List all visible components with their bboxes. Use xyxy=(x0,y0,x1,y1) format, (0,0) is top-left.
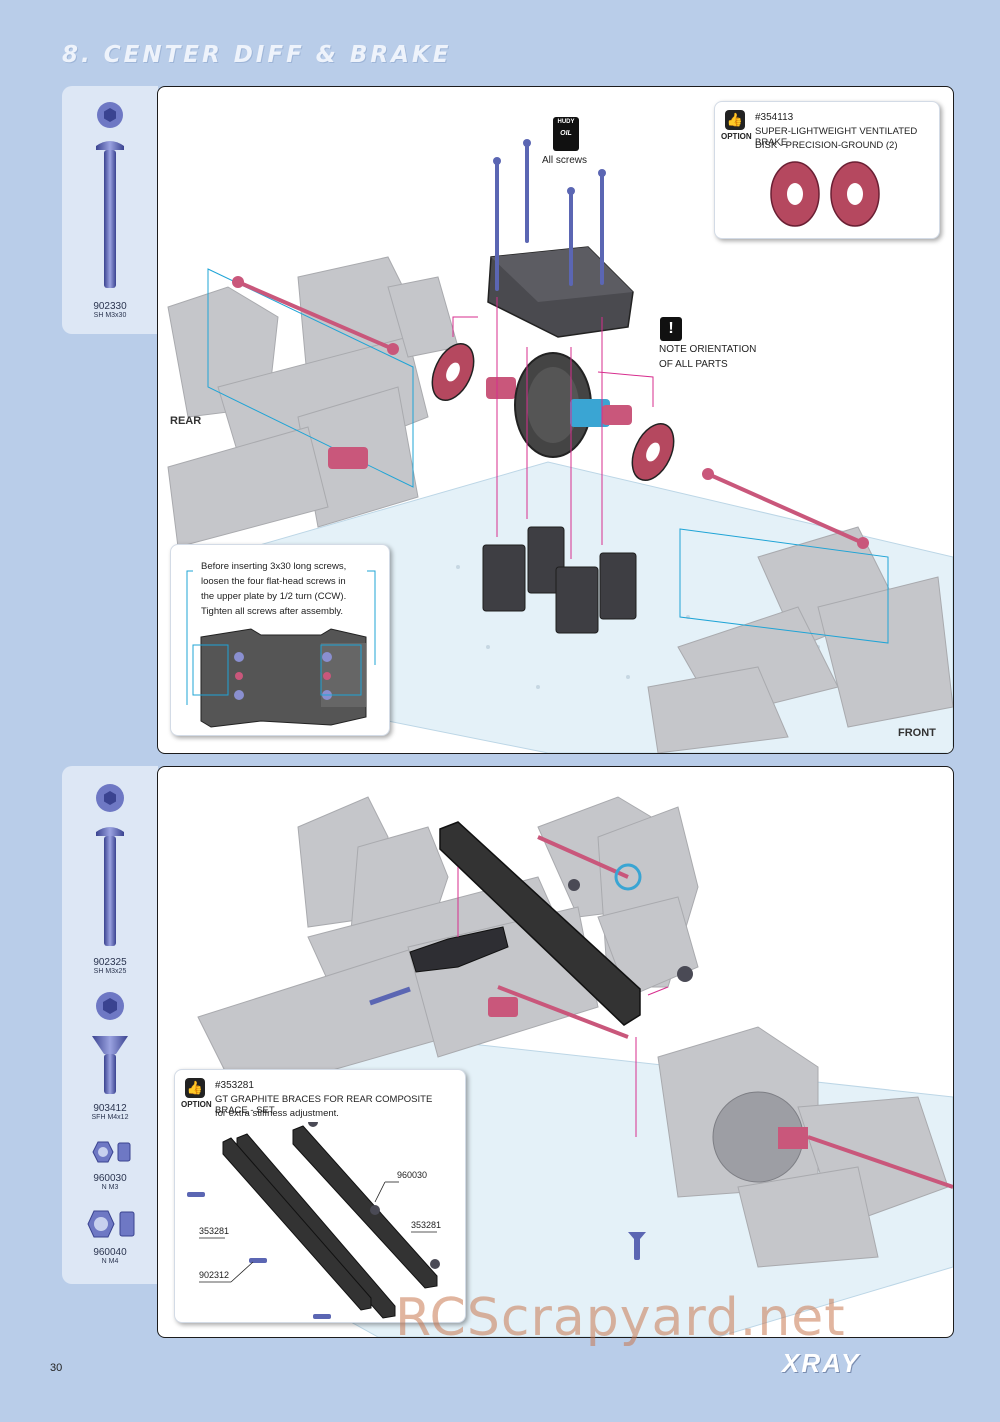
screw-m3x30-icon xyxy=(96,102,124,288)
label-353281-right: 353281 xyxy=(411,1220,442,1230)
tip-line-3: the upper plate by 1/2 turn (CCW). xyxy=(201,591,347,602)
part-902330: 902330 SH M3x30 xyxy=(62,100,158,319)
page-number: 30 xyxy=(50,1362,63,1374)
part-code: 903412 xyxy=(93,1103,127,1114)
part-desc: SH M3x25 xyxy=(93,968,127,975)
part-desc: SH M3x30 xyxy=(93,312,127,319)
option-line-1: GT GRAPHITE BRACES FOR REAR COMPOSITE BR… xyxy=(215,1094,433,1116)
option-brake-disk-box: 👍 OPTION #354113 SUPER-LIGHTWEIGHT VENTI… xyxy=(714,101,940,239)
part-903412: 903412 SFH M4x12 xyxy=(62,990,158,1121)
all-screws-label: All screws xyxy=(542,155,588,166)
part-desc: SFH M4x12 xyxy=(91,1114,129,1121)
screw-tip-box: Before inserting 3x30 long screws, loose… xyxy=(170,544,390,736)
rear-label: REAR xyxy=(170,415,202,427)
tip-line-4: Tighten all screws after assembly. xyxy=(201,606,344,617)
hudy-oil-icon: HUDY OIL xyxy=(553,117,579,151)
center-diff-exploded-diagram xyxy=(167,139,953,753)
graphite-braces-set-diagram xyxy=(187,1122,440,1319)
tip-text: Before inserting 3x30 long screws, loose… xyxy=(201,559,371,619)
nut-m4-icon xyxy=(87,1210,135,1238)
oil-label: OIL xyxy=(560,130,572,137)
label-960030: 960030 xyxy=(397,1170,428,1180)
rear-brace-exploded-diagram xyxy=(197,796,953,1337)
option-graphite-braces-box: 👍 OPTION #353281 GT GRAPHITE BRACES FOR … xyxy=(174,1069,466,1323)
option-line-1: SUPER-LIGHTWEIGHT VENTILATED BRAKE xyxy=(755,126,918,148)
part-code: 960030 xyxy=(93,1173,127,1184)
front-label: FRONT xyxy=(898,727,936,739)
thumbs-up-icon: 👍 xyxy=(185,1078,205,1098)
step-1-panel: HUDY OIL All screws 👍 OPTION #354113 SUP… xyxy=(157,86,954,754)
hudy-label: HUDY xyxy=(557,119,575,125)
label-353281-left: 353281 xyxy=(199,1226,230,1236)
parts-bar-step-2: 902325 SH M3x25 903412 SFH M4x12 960030 … xyxy=(62,766,158,1284)
option-label: OPTION xyxy=(181,1100,212,1109)
flat-head-screw-m4x12-icon xyxy=(92,992,128,1094)
part-desc: N M4 xyxy=(101,1258,119,1265)
screw-m3x25-icon xyxy=(96,784,124,946)
tip-line-1: Before inserting 3x30 long screws, xyxy=(201,561,347,572)
brand-logo: XRAY xyxy=(782,1348,861,1378)
part-960030: 960030 N M3 xyxy=(62,1138,158,1191)
watermark: RCScrapyard.net xyxy=(395,1288,846,1348)
option-label: OPTION xyxy=(721,132,752,141)
part-desc: N M3 xyxy=(101,1184,119,1191)
note-line-2: OF ALL PARTS xyxy=(659,359,728,370)
part-960040: 960040 N M4 xyxy=(62,1208,158,1265)
option-line-2: DISK - PRECISION-GROUND (2) xyxy=(755,140,898,151)
section-title: 8. CENTER DIFF & BRAKE xyxy=(62,42,452,68)
parts-bar-step-1: 902330 SH M3x30 xyxy=(62,86,158,334)
part-code: 902325 xyxy=(93,957,127,968)
option-part-number: #354113 xyxy=(755,112,794,123)
tip-line-2: loosen the four flat-head screws in xyxy=(201,576,346,587)
note-line-1: NOTE ORIENTATION xyxy=(659,344,757,355)
exclamation-icon: ! xyxy=(660,317,682,341)
label-902312: 902312 xyxy=(199,1270,230,1280)
part-code: 902330 xyxy=(93,301,127,312)
step-2-panel: 👍 OPTION #353281 GT GRAPHITE BRACES FOR … xyxy=(157,766,954,1338)
part-code: 960040 xyxy=(93,1247,127,1258)
option-line-2: for extra stiffness adjustment. xyxy=(215,1108,339,1119)
thumbs-up-icon: 👍 xyxy=(725,110,745,130)
nut-m3-icon xyxy=(92,1141,131,1163)
upper-plate-screws-diagram xyxy=(186,570,376,728)
option-part-number: #353281 xyxy=(215,1080,254,1091)
part-902325: 902325 SH M3x25 xyxy=(62,780,158,975)
brake-disk-pair-icon xyxy=(770,161,880,227)
